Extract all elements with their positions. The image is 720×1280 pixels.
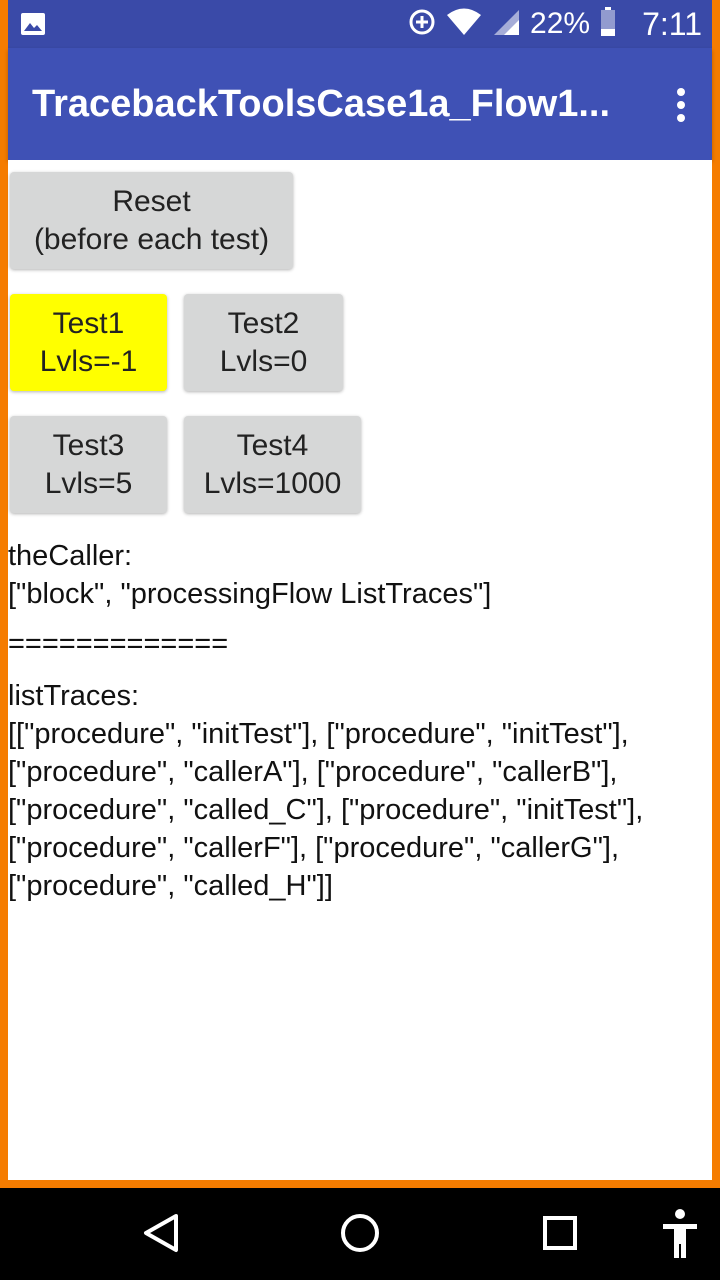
caller-output: theCaller: ["block", "processingFlow Lis… — [8, 540, 492, 610]
test2-button[interactable]: Test2 Lvls=0 — [184, 294, 343, 391]
data-saver-icon — [408, 8, 436, 41]
main-content: Reset (before each test) Test1 Lvls=-1 T… — [8, 160, 712, 1180]
signal-icon — [492, 8, 520, 41]
reset-button[interactable]: Reset (before each test) — [10, 172, 293, 269]
navigation-bar — [0, 1188, 720, 1280]
clock: 7:11 — [642, 5, 702, 42]
battery-icon — [600, 6, 616, 42]
app-title: TracebackToolsCase1a_Flow1... — [32, 83, 611, 125]
home-icon[interactable] — [338, 1202, 382, 1269]
image-icon — [20, 12, 46, 41]
test3-button[interactable]: Test3 Lvls=5 — [10, 416, 167, 513]
test4-button[interactable]: Test4 Lvls=1000 — [184, 416, 361, 513]
test1-button[interactable]: Test1 Lvls=-1 — [10, 294, 167, 391]
traces-output: listTraces: [["procedure", "initTest"], … — [8, 680, 644, 902]
recents-icon[interactable] — [540, 1202, 580, 1269]
app-bar: TracebackToolsCase1a_Flow1... — [8, 48, 712, 160]
accessibility-icon[interactable] — [660, 1202, 700, 1269]
battery-percent: 22% — [530, 7, 591, 40]
status-bar: 22% 7:11 — [8, 0, 712, 48]
more-vert-icon[interactable] — [676, 88, 686, 127]
back-icon[interactable] — [140, 1202, 182, 1269]
wifi-icon — [446, 8, 482, 41]
separator-text: ============= — [8, 628, 229, 660]
